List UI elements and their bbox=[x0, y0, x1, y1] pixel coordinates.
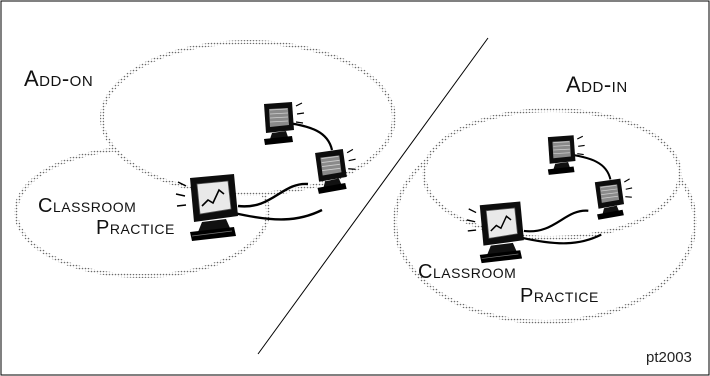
practice-label-right: Practice bbox=[520, 285, 599, 307]
technology-ellipse-left bbox=[102, 42, 394, 194]
right-panel-add-in: Add-in Classroom Practice bbox=[395, 72, 695, 322]
left-panel-add-on: Add-on Classroom Practice bbox=[16, 42, 394, 276]
add-on-title: Add-on bbox=[24, 66, 93, 91]
classroom-label-right: Classroom bbox=[418, 261, 516, 283]
add-in-title: Add-in bbox=[566, 72, 628, 97]
credit-text: pt2003 bbox=[646, 349, 692, 366]
practice-label-left: Practice bbox=[96, 217, 175, 239]
classroom-label-left: Classroom bbox=[38, 195, 136, 217]
